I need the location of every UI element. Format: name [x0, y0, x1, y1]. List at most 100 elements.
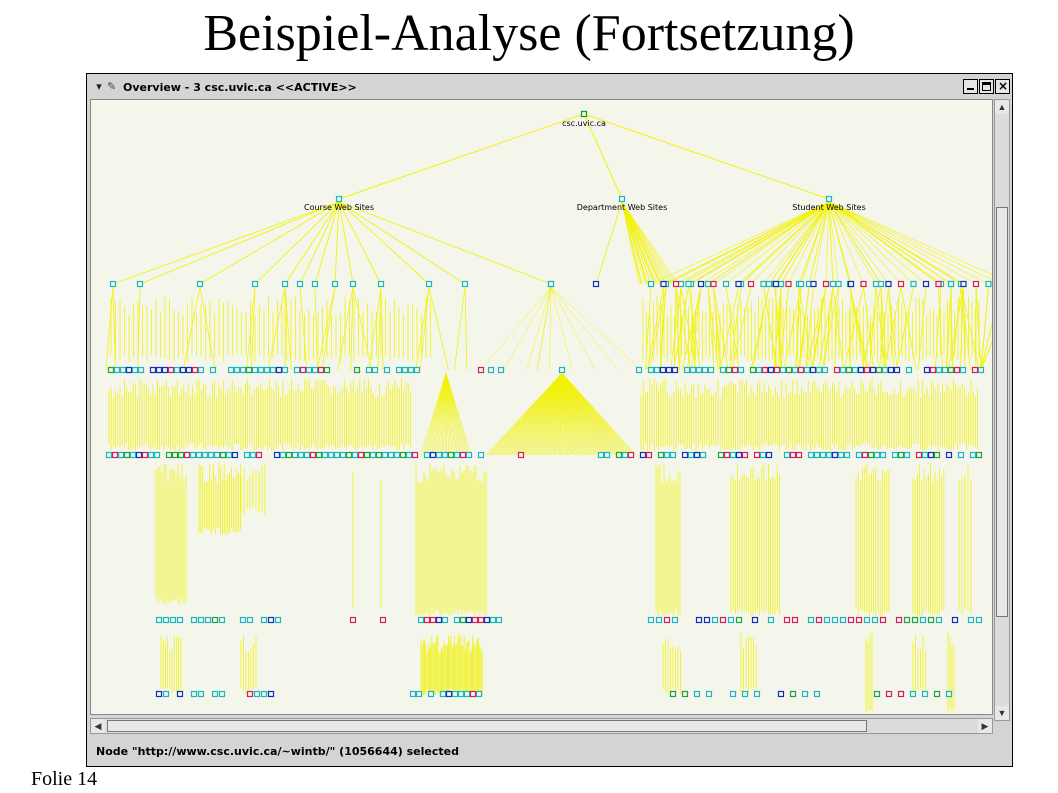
- tree-node[interactable]: [873, 451, 881, 459]
- tree-node[interactable]: [647, 616, 655, 624]
- tree-node[interactable]: [727, 616, 735, 624]
- window-titlebar[interactable]: ▾ ✎ Overview - 3 csc.uvic.ca <<ACTIVE>> …: [89, 77, 1010, 98]
- tree-node[interactable]: [905, 366, 913, 374]
- tree-node[interactable]: [190, 616, 198, 624]
- tree-node[interactable]: [681, 690, 689, 698]
- tree-node[interactable]: [843, 451, 851, 459]
- tree-node[interactable]: [315, 451, 323, 459]
- tree-node[interactable]: [311, 280, 319, 288]
- tree-node[interactable]: [225, 451, 233, 459]
- tree-node[interactable]: [737, 366, 745, 374]
- tree-node[interactable]: [441, 616, 449, 624]
- tree-node[interactable]: [246, 690, 254, 698]
- tree-node[interactable]: [823, 616, 831, 624]
- tree-node[interactable]: [655, 616, 663, 624]
- tree-node[interactable]: [703, 616, 711, 624]
- tree-node[interactable]: [897, 451, 905, 459]
- tree-node[interactable]: [809, 366, 817, 374]
- tree-node[interactable]: [779, 366, 787, 374]
- tree-node[interactable]: [960, 280, 967, 288]
- tree-node[interactable]: [457, 690, 465, 698]
- tree-node[interactable]: [317, 366, 325, 374]
- tree-node[interactable]: [321, 451, 329, 459]
- tree-node[interactable]: [423, 451, 431, 459]
- tree-node[interactable]: [558, 366, 566, 374]
- tree-node[interactable]: [749, 366, 757, 374]
- tree-node[interactable]: [663, 451, 671, 459]
- tree-node[interactable]: [207, 451, 215, 459]
- tree-node[interactable]: [831, 451, 839, 459]
- tree-node[interactable]: [413, 366, 421, 374]
- tree-node[interactable]: [429, 451, 437, 459]
- tree-node[interactable]: [260, 616, 268, 624]
- tree-node[interactable]: [401, 366, 409, 374]
- tree-node[interactable]: [735, 280, 742, 288]
- maximize-button[interactable]: [979, 79, 994, 94]
- tree-node[interactable]: [835, 280, 842, 288]
- tree-node[interactable]: [929, 366, 937, 374]
- tree-node[interactable]: [785, 280, 792, 288]
- tree-node[interactable]: [255, 451, 263, 459]
- tree-node[interactable]: [910, 280, 917, 288]
- tree-node[interactable]: [837, 451, 845, 459]
- tree-node[interactable]: [773, 366, 781, 374]
- tree-node[interactable]: [627, 451, 635, 459]
- tree-node[interactable]: [783, 616, 791, 624]
- tree-node[interactable]: [299, 366, 307, 374]
- tree-node[interactable]: [919, 616, 927, 624]
- tree-node[interactable]: [296, 280, 304, 288]
- tree-node[interactable]: [683, 366, 691, 374]
- tree-node[interactable]: [855, 451, 863, 459]
- tree-node[interactable]: [183, 451, 191, 459]
- tree-node[interactable]: [621, 451, 629, 459]
- pin-icon[interactable]: ✎: [107, 80, 117, 93]
- minimize-button[interactable]: [963, 79, 978, 94]
- tree-node[interactable]: [345, 451, 353, 459]
- tree-node[interactable]: [333, 451, 341, 459]
- tree-node[interactable]: [487, 366, 495, 374]
- tree-node[interactable]: [435, 451, 443, 459]
- scroll-left-icon[interactable]: ◀: [91, 719, 105, 733]
- tree-node[interactable]: [197, 690, 205, 698]
- tree-node[interactable]: [209, 366, 217, 374]
- tree-node[interactable]: [895, 616, 903, 624]
- tree-node[interactable]: [227, 366, 235, 374]
- tree-node[interactable]: [155, 366, 163, 374]
- tree-node[interactable]: [365, 366, 373, 374]
- tree-node[interactable]: [819, 451, 827, 459]
- tree-node[interactable]: [339, 451, 347, 459]
- tree-node[interactable]: [685, 280, 692, 288]
- tree-node[interactable]: [877, 280, 885, 288]
- tree-node[interactable]: [469, 690, 477, 698]
- tree-node[interactable]: [483, 616, 491, 624]
- tree-node[interactable]: [953, 366, 961, 374]
- tree-node[interactable]: [945, 451, 953, 459]
- tree-node[interactable]: [267, 690, 275, 698]
- tree-node[interactable]: [165, 451, 173, 459]
- tree-node[interactable]: [489, 616, 497, 624]
- tree-node[interactable]: [125, 366, 133, 374]
- tree-node[interactable]: [935, 280, 942, 288]
- tree-node[interactable]: [741, 690, 749, 698]
- tree-node[interactable]: [185, 366, 193, 374]
- tree-node[interactable]: [465, 616, 473, 624]
- tree-node[interactable]: [687, 451, 695, 459]
- tree-node[interactable]: [615, 451, 623, 459]
- tree-node[interactable]: [461, 280, 469, 288]
- tree-node[interactable]: [735, 451, 743, 459]
- tree-node[interactable]: [311, 366, 319, 374]
- tree-node[interactable]: [375, 451, 383, 459]
- tree-node[interactable]: [447, 451, 455, 459]
- tree-node[interactable]: [239, 616, 247, 624]
- tree-node[interactable]: [677, 280, 685, 288]
- tree-node[interactable]: [547, 280, 555, 288]
- tree-node[interactable]: [260, 690, 268, 698]
- tree-node[interactable]: [379, 616, 387, 624]
- tree-node[interactable]: [141, 451, 149, 459]
- tree-node[interactable]: [707, 366, 715, 374]
- tree-node[interactable]: [857, 366, 865, 374]
- horizontal-scroll-thumb[interactable]: [107, 720, 867, 732]
- tree-node[interactable]: [273, 451, 281, 459]
- tree-node[interactable]: [363, 451, 371, 459]
- tree-node[interactable]: [445, 690, 453, 698]
